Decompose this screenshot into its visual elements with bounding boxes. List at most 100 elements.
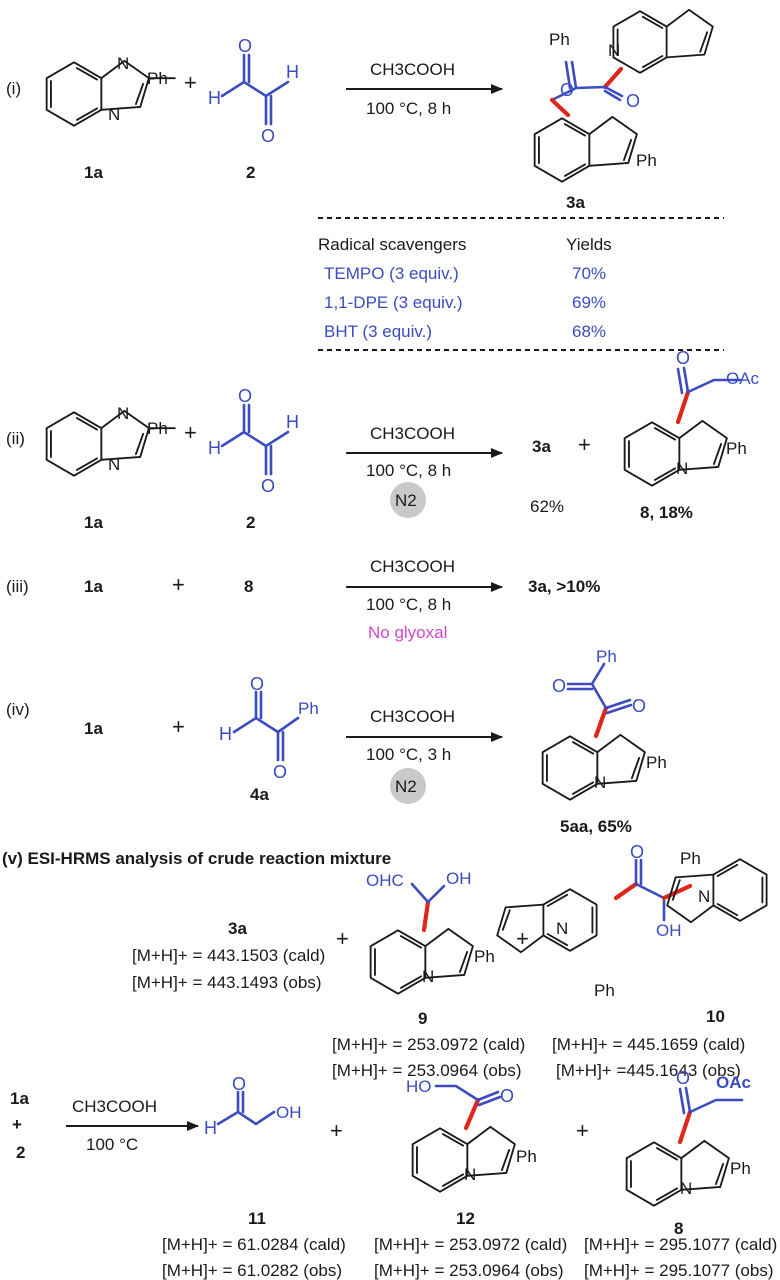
atom-o: O <box>238 36 252 56</box>
structure-1a-i <box>45 59 176 127</box>
phenyl-label: Ph <box>646 753 667 772</box>
yield-8: 8, 18% <box>640 503 693 522</box>
atom-h: H <box>286 412 299 432</box>
structure-3a <box>533 8 714 183</box>
label-8: 8 <box>674 1219 683 1238</box>
atom-o: O <box>676 348 690 368</box>
condition-acid: CH3COOH <box>72 1097 157 1116</box>
hrms-8-obs: [M+H]+ = 295.1077 (obs) <box>584 1261 773 1280</box>
phenyl-label: Ph <box>298 699 319 718</box>
acetoxy-label: OAc <box>716 1073 751 1092</box>
phenyl-label: Ph <box>726 439 747 458</box>
label-part-iv: (iv) <box>6 700 30 719</box>
scavenger-yield: 68% <box>572 322 606 341</box>
atom-n: N <box>556 919 568 938</box>
label-part-iii: (iii) <box>6 577 29 596</box>
atom-n: N <box>117 54 129 73</box>
condition-acid: CH3COOH <box>370 557 455 576</box>
plus-sign: + <box>184 70 197 95</box>
hrms-3a-cald: [M+H]+ = 443.1503 (cald) <box>132 946 325 965</box>
hrms-9-obs: [M+H]+ = 253.0964 (obs) <box>332 1061 521 1080</box>
label-4a: 4a <box>250 785 269 804</box>
scavenger-yield: 69% <box>572 293 606 312</box>
phenyl-label: Ph <box>147 69 168 88</box>
phenyl-label: Ph <box>147 419 168 438</box>
hydroxyl-label: OH <box>276 1103 302 1122</box>
phenyl-label: Ph <box>516 1147 537 1166</box>
label-3a: 3a <box>228 919 247 938</box>
yield-iii: 3a, >10% <box>528 577 600 596</box>
structure-8-ii <box>623 366 742 487</box>
hrms-3a-obs: [M+H]+ = 443.1493 (obs) <box>132 973 321 992</box>
atom-n: N <box>108 455 120 474</box>
atom-o: O <box>626 91 640 111</box>
atom-o: O <box>238 386 252 406</box>
phenyl-label: Ph <box>594 981 615 1000</box>
hrms-8-cald: [M+H]+ = 295.1077 (cald) <box>584 1235 777 1254</box>
scavenger-name: TEMPO (3 equiv.) <box>324 264 459 283</box>
condition-temp: 100 °C <box>86 1135 138 1154</box>
atom-h: H <box>208 438 221 458</box>
hydroxyl-label: HO <box>406 1077 432 1096</box>
hrms-9-cald: [M+H]+ = 253.0972 (cald) <box>332 1035 525 1054</box>
label-10: 10 <box>706 1007 725 1026</box>
plus-sign: + <box>172 572 185 597</box>
atom-n: N <box>117 404 129 423</box>
plus-sign: + <box>12 1115 22 1134</box>
atom-n: N <box>608 41 620 60</box>
scavenger-yield: 70% <box>572 264 606 283</box>
phenyl-label: Ph <box>636 151 657 170</box>
aldehyde-label: OHC <box>366 871 404 890</box>
hrms-11-cald: [M+H]+ = 61.0284 (cald) <box>162 1235 346 1254</box>
label-part-i: (i) <box>6 79 21 98</box>
structure-glyoxal-2-i <box>220 53 290 126</box>
atom-h: H <box>204 1118 217 1138</box>
plus-sign: + <box>172 714 185 739</box>
atom-o: O <box>261 126 275 146</box>
plus-sign: + <box>336 926 349 951</box>
hydroxyl-label: OH <box>446 869 472 888</box>
hrms-10-cald: [M+H]+ = 445.1659 (cald) <box>552 1035 745 1054</box>
atom-n: N <box>676 459 688 478</box>
atom-n: N <box>594 773 606 792</box>
n2-atmosphere-badge <box>390 768 426 804</box>
reactant-1a: 1a <box>84 577 103 596</box>
structure-1a-ii <box>45 409 176 477</box>
condition-acid: CH3COOH <box>370 60 455 79</box>
phenyl-label: Ph <box>474 947 495 966</box>
phenyl-label: Ph <box>549 30 570 49</box>
atom-o: O <box>552 676 566 696</box>
atom-o: O <box>232 1074 246 1094</box>
atom-o: O <box>273 762 287 782</box>
condition-n2: N2 <box>395 777 417 796</box>
atom-o: O <box>676 1068 690 1088</box>
condition-n2: N2 <box>395 491 417 510</box>
label-2: 2 <box>246 163 255 182</box>
structure-11 <box>216 1090 276 1126</box>
hrms-12-obs: [M+H]+ = 253.0964 (obs) <box>374 1261 563 1280</box>
label-1a: 1a <box>84 163 103 182</box>
atom-o: O <box>261 476 275 496</box>
section-v-title: (v) ESI-HRMS analysis of crude reaction … <box>2 849 391 868</box>
reactant-8: 8 <box>244 577 253 596</box>
structure-9 <box>369 882 474 995</box>
hrms-12-cald: [M+H]+ = 253.0972 (cald) <box>374 1235 567 1254</box>
plus-sign: + <box>576 1118 589 1143</box>
label-12: 12 <box>456 1209 475 1228</box>
atom-n: N <box>698 887 710 906</box>
plus-sign: + <box>184 420 197 445</box>
atom-o: O <box>632 696 646 716</box>
reactant-2: 2 <box>16 1143 25 1162</box>
label-3a: 3a <box>566 193 585 212</box>
label-2: 2 <box>246 513 255 532</box>
atom-o: O <box>250 674 264 694</box>
reactant-1a: 1a <box>10 1089 29 1108</box>
phenyl-label: Ph <box>730 1159 751 1178</box>
plus-sign: + <box>578 432 591 457</box>
atom-h: H <box>286 62 299 82</box>
hydroxyl-label: OH <box>656 921 682 940</box>
label-part-ii: (ii) <box>6 429 25 448</box>
structure-5aa <box>541 662 646 801</box>
plus-sign: + <box>330 1118 343 1143</box>
scavenger-name: BHT (3 equiv.) <box>324 322 432 341</box>
